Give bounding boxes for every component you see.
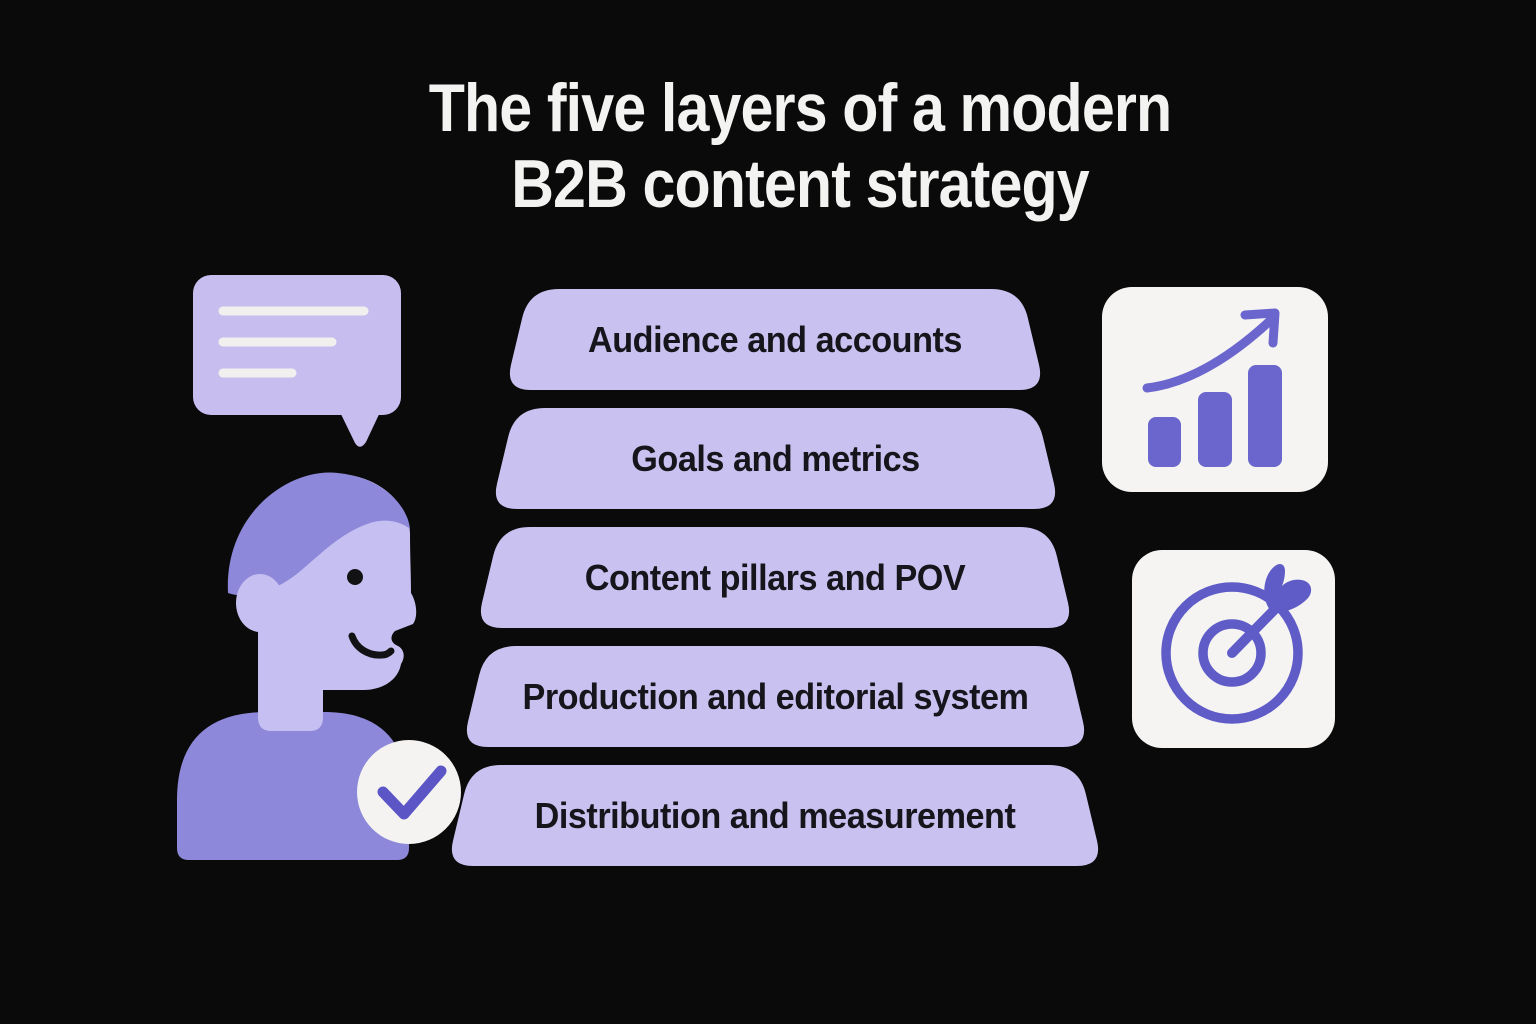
person-hair: [227, 472, 410, 596]
pyramid-layer-3: Content pillars and POV: [476, 527, 1074, 628]
pyramid-layer-label: Goals and metrics: [630, 437, 920, 479]
chart-trend-arrow: [1142, 308, 1280, 393]
pyramid-layer-2: Goals and metrics: [491, 408, 1060, 509]
speech-bubble-tail: [338, 408, 382, 447]
pyramid-layer-4: Production and editorial system: [462, 646, 1089, 747]
person-eye: [347, 569, 363, 585]
pyramid-layer-label: Production and editorial system: [522, 675, 1028, 717]
speech-bubble-icon: [193, 275, 401, 447]
dart-shaft: [1227, 601, 1283, 658]
person-smile: [348, 632, 395, 659]
pyramid-layer-label: Content pillars and POV: [584, 556, 966, 598]
pyramid-layer-5: Distribution and measurement: [447, 765, 1103, 866]
growth-chart-card: [1102, 287, 1328, 492]
title-line-2: B2B content strategy: [511, 146, 1089, 222]
dart-fletching: [1264, 563, 1312, 612]
pyramid-layer-shape: [480, 527, 1070, 628]
growth-chart-icon: [1142, 308, 1282, 467]
page-title: The five layers of a modern B2B content …: [373, 70, 1227, 222]
pyramid-layer-shape: [451, 765, 1099, 866]
person-shirt: [177, 712, 409, 860]
person-ear: [236, 574, 284, 632]
chart-bars: [1148, 365, 1282, 467]
pyramid-layer-shape: [495, 408, 1055, 509]
checkmark-icon: [377, 765, 447, 820]
pyramid-layer-1: Audience and accounts: [505, 289, 1045, 390]
pyramid-layer-label: Distribution and measurement: [534, 794, 1016, 836]
target-rings: [1161, 582, 1303, 724]
target-card: [1132, 550, 1335, 748]
target-icon: [1161, 563, 1312, 724]
title-line-1: The five layers of a modern: [428, 70, 1172, 146]
pyramid-layer-label: Audience and accounts: [588, 318, 962, 360]
speech-bubble-text-lines: [218, 306, 369, 378]
pyramid-layer-shape: [509, 289, 1041, 390]
check-badge-icon: [357, 740, 461, 844]
pyramid-layer-shape: [466, 646, 1084, 747]
person-icon: [177, 472, 461, 860]
